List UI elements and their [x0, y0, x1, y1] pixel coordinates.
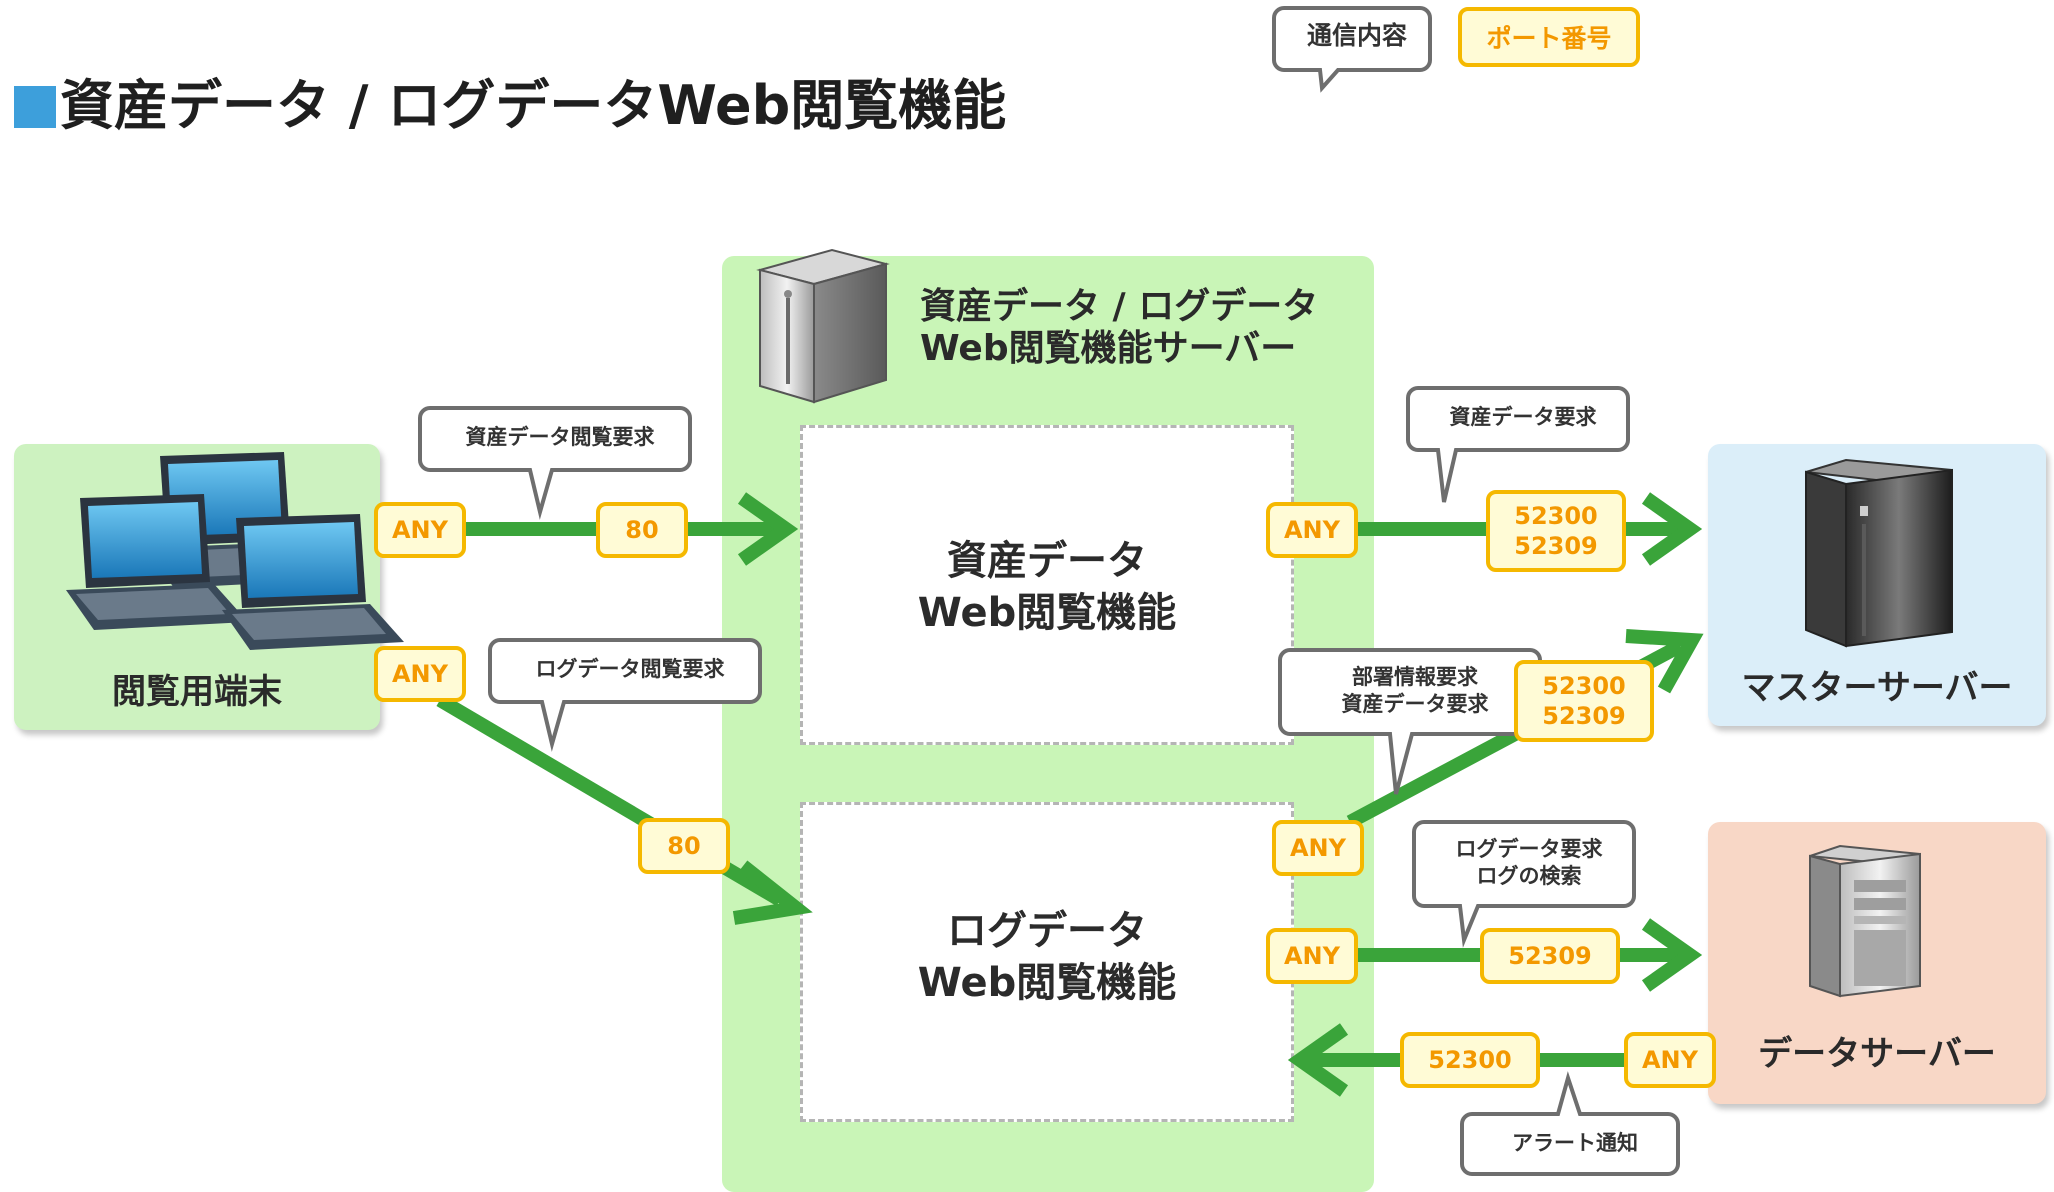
port-data-any-alert: ANY [1624, 1032, 1716, 1088]
data-server-icon [1809, 844, 1921, 998]
port-server-any-asset: ANY [1266, 502, 1358, 558]
bubble-dept-line1: 部署情報要求 [1352, 665, 1478, 689]
laptops-icon [66, 452, 404, 650]
port-server-alert: 52300 [1400, 1032, 1540, 1088]
bubble-dept-line2: 資産データ要求 [1341, 692, 1489, 716]
bubble-log-line2: ログの検索 [1476, 864, 1582, 888]
asset-function-line2: Web閲覧機能 [917, 590, 1177, 636]
bubble-asset-view [418, 406, 692, 520]
asset-function-label: 資産データ Web閲覧機能 [800, 535, 1294, 639]
port-server-any-log: ANY [1266, 928, 1358, 984]
bubble-log-request-text: ログデータ要求 ログの検索 [1414, 836, 1644, 890]
port-master-b1: 52300 [1542, 672, 1626, 700]
arrow-client-to-log [436, 693, 813, 925]
port-client-80-2: 80 [638, 818, 730, 874]
title-accent-square [14, 86, 56, 128]
bubble-log-view-text: ログデータ閲覧要求 [535, 657, 725, 681]
bubble-log-view [488, 638, 762, 752]
bubble-log-request [1412, 820, 1636, 948]
bubble-asset-view-text: 資産データ閲覧要求 [465, 425, 655, 449]
bubble-alert-text: アラート通知 [1512, 1131, 1638, 1155]
asset-function-box [800, 425, 1294, 745]
port-master-a2: 52309 [1514, 532, 1598, 560]
port-master-a: 52300 52309 [1486, 490, 1626, 572]
asset-function-line1: 資産データ [947, 538, 1147, 584]
port-data-log: 52309 [1480, 928, 1620, 984]
bubble-dept-request-text: 部署情報要求 資産データ要求 [1280, 664, 1550, 718]
bubble-alert [1460, 1071, 1680, 1176]
port-client-any-2: ANY [374, 646, 466, 702]
log-function-line1: ログデータ [947, 908, 1147, 954]
master-server-icon [1805, 458, 1953, 648]
server-label-line2: Web閲覧機能サーバー [920, 328, 1297, 369]
port-client-80-1: 80 [596, 502, 688, 558]
web-server-icon [756, 248, 890, 404]
data-server-label: データサーバー [1758, 1034, 1996, 1074]
port-master-b: 52300 52309 [1514, 660, 1654, 742]
log-function-line2: Web閲覧機能 [917, 960, 1177, 1006]
port-master-a1: 52300 [1514, 502, 1598, 530]
bubble-dept-request [1278, 648, 1542, 795]
master-label: マスターサーバー [1741, 668, 2013, 708]
log-function-label: ログデータ Web閲覧機能 [800, 905, 1294, 1009]
bubble-asset-request [1406, 386, 1630, 503]
page-title: 資産データ / ログデータWeb閲覧機能 [60, 74, 1007, 137]
server-label: 資産データ / ログデータ Web閲覧機能サーバー [920, 286, 1318, 370]
legend-port-label: ポート番号 [1458, 7, 1640, 67]
server-label-line1: 資産データ / ログデータ [920, 286, 1319, 327]
bubble-log-line1: ログデータ要求 [1455, 837, 1603, 861]
legend-content-label: 通信内容 [1306, 21, 1407, 50]
client-label: 閲覧用端末 [112, 672, 282, 712]
port-server-any-dept: ANY [1272, 820, 1364, 876]
bubble-asset-request-text: 資産データ要求 [1449, 405, 1597, 429]
port-master-b2: 52309 [1542, 702, 1626, 730]
port-client-any-1: ANY [374, 502, 466, 558]
